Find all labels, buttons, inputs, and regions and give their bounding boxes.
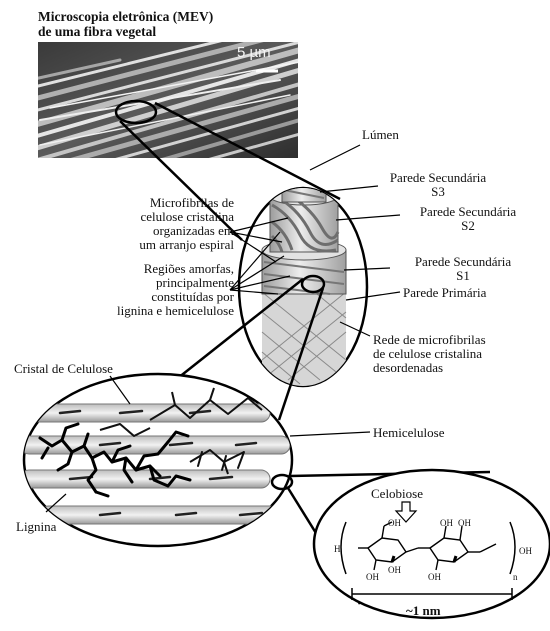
label-microfibrils-line3: organizadas em — [86, 224, 234, 238]
label-network-line3: desordenadas — [373, 361, 443, 375]
sem-title-line2: de uma fibra vegetal — [38, 25, 156, 39]
label-s2-line1: Parede Secundária — [404, 205, 532, 219]
mol-oh-6: OH — [428, 570, 441, 584]
label-amorphous-line3: constituídas por — [66, 290, 234, 304]
label-lignin: Lignina — [16, 520, 56, 534]
label-microfibrils-line4: um arranjo espiral — [86, 238, 234, 252]
label-microfibrils-line1: Microfibrilas de — [86, 196, 234, 210]
label-lumen: Lúmen — [362, 128, 399, 142]
label-hemicellulose: Hemicelulose — [373, 426, 444, 440]
label-s1-line1: Parede Secundária — [399, 255, 527, 269]
label-primary-wall: Parede Primária — [403, 286, 486, 300]
label-s2-line2: S2 — [404, 219, 532, 233]
label-cellulose-crystal: Cristal de Celulose — [14, 362, 113, 376]
fiber-cell-wall-zoom — [239, 164, 367, 388]
mol-right-group: OH — [519, 544, 532, 558]
label-amorphous-line2: principalmente — [66, 276, 234, 290]
label-microfibrils-line2: celulose cristalina — [86, 210, 234, 224]
label-network-line1: Rede de microfibrilas — [373, 333, 486, 347]
label-amorphous-line1: Regiões amorfas, — [66, 262, 234, 276]
label-s3-line2: S3 — [375, 185, 501, 199]
label-network-line2: de celulose cristalina — [373, 347, 482, 361]
mol-oh-4: OH — [440, 516, 453, 530]
mol-oh-1: OH — [388, 516, 401, 530]
label-s3-line1: Parede Secundária — [375, 171, 501, 185]
label-cellobiose: Celobiose — [371, 487, 423, 501]
sem-scale-label: 5 µm — [237, 44, 271, 61]
mol-left-group: H — [334, 542, 341, 556]
mol-oh-2: OH — [366, 570, 379, 584]
label-s1-line2: S1 — [399, 269, 527, 283]
matrix-detail-zoom — [20, 374, 292, 546]
mol-oh-5: OH — [458, 516, 471, 530]
label-amorphous-line4: lignina e hemicelulose — [66, 304, 234, 318]
sem-title-line1: Microscopia eletrônica (MEV) — [38, 10, 213, 24]
cellobiose-zoom — [314, 470, 550, 618]
label-nm-scale: ~1 nm — [406, 604, 441, 618]
mol-oh-3: OH — [388, 563, 401, 577]
mol-subscript-n: n — [513, 570, 518, 584]
